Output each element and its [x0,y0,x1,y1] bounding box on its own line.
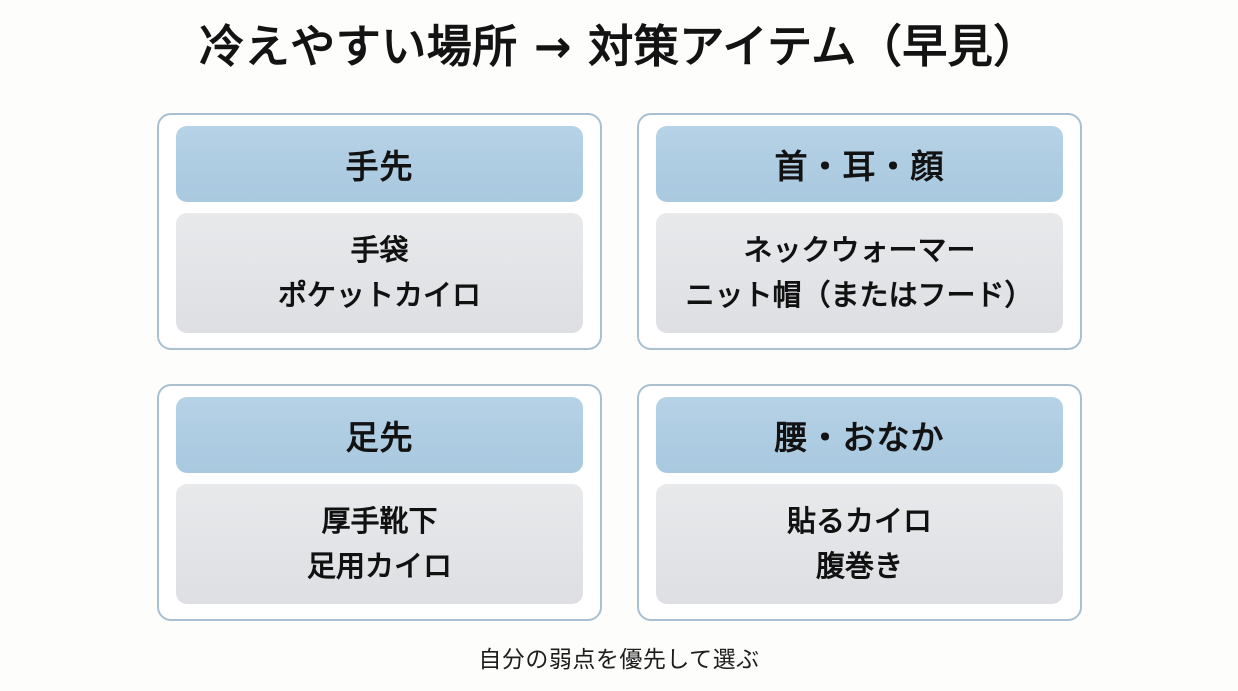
card-item: 腹巻き [815,549,903,583]
card-waist-belly[interactable]: 腰・おなか 貼るカイロ 腹巻き [637,384,1082,621]
page-title: 冷えやすい場所 → 対策アイテム（早見） [199,20,1039,73]
card-grid: 手先 手袋 ポケットカイロ 首・耳・顔 ネックウォーマー ニット帽（またはフード… [157,113,1082,621]
card-header-feet: 足先 [176,397,583,473]
card-item: 厚手靴下 [321,504,438,539]
card-body-waist-belly: 貼るカイロ 腹巻き [656,484,1063,604]
card-body-feet: 厚手靴下 足用カイロ [176,484,583,604]
card-body-neck-ears-face: ネックウォーマー ニット帽（またはフード） [656,213,1063,333]
card-header-neck-ears-face: 首・耳・顔 [656,126,1063,202]
footer-note: 自分の弱点を優先して選ぶ [478,647,760,673]
card-item: 手袋 [350,233,409,268]
card-feet[interactable]: 足先 厚手靴下 足用カイロ [157,384,602,621]
card-item: ネックウォーマー [743,233,976,268]
card-body-hands: 手袋 ポケットカイロ [176,213,583,333]
card-item: 足用カイロ [306,549,452,583]
card-neck-ears-face[interactable]: 首・耳・顔 ネックウォーマー ニット帽（またはフード） [637,113,1082,350]
card-header-waist-belly: 腰・おなか [656,397,1063,473]
card-hands[interactable]: 手先 手袋 ポケットカイロ [157,113,602,350]
card-item: ポケットカイロ [277,278,481,312]
card-header-hands: 手先 [176,126,583,202]
card-item: ニット帽（またはフード） [685,278,1034,312]
card-item: 貼るカイロ [786,504,932,539]
